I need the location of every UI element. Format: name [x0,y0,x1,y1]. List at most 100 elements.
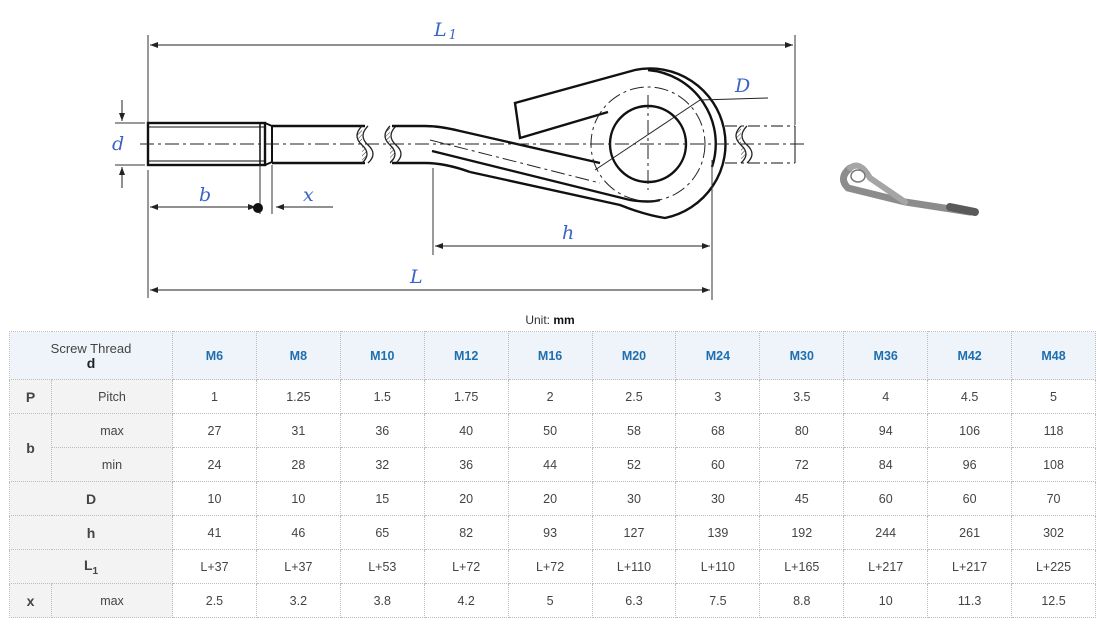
table-cell: 60 [675,447,761,482]
table-cell: 24 [172,447,257,482]
table-cell: L+165 [759,549,845,584]
svg-text:D: D [734,75,750,97]
table-cell: 2.5 [591,379,677,414]
table-cell: L+72 [507,549,593,584]
thread-size-header: M6 [172,331,257,380]
table-cell: 261 [927,515,1013,550]
table-cell: 10 [172,481,257,516]
table-cell: 32 [339,447,425,482]
table-cell: 30 [591,481,677,516]
dimension-L: L [147,170,710,298]
table-cell: 7.5 [675,583,761,618]
table-cell: 40 [423,413,509,448]
table-cell: 30 [675,481,761,516]
table-cell: L+37 [255,549,341,584]
table-cell: 12.5 [1011,583,1096,618]
table-cell: L+225 [1011,549,1096,584]
svg-text:b: b [199,184,211,206]
thread-size-header: M8 [255,331,341,380]
table-cell: 3.2 [255,583,341,618]
thread-size-header: M42 [927,331,1013,380]
table-cell: 70 [1011,481,1096,516]
thread-size-header: M30 [759,331,845,380]
table-cell: 28 [255,447,341,482]
table-cell: 3 [675,379,761,414]
thread-size-header: M24 [675,331,761,380]
table-cell: 118 [1011,413,1096,448]
dimension-b-x: b x [150,165,333,214]
table-cell: 50 [507,413,593,448]
table-cell: 3.8 [339,583,425,618]
table-cell: 139 [675,515,761,550]
row-symbol: P [9,379,52,414]
thread-size-header: M20 [591,331,677,380]
table-cell: 10 [843,583,929,618]
row-label: min [51,447,173,482]
table-cell: 36 [339,413,425,448]
table-cell: 1 [172,379,257,414]
row-symbol: b [9,413,52,482]
center-lines [140,86,805,202]
table-cell: 192 [759,515,845,550]
table-cell: 31 [255,413,341,448]
table-cell: 94 [843,413,929,448]
table-cell: 2.5 [172,583,257,618]
table-cell: 65 [339,515,425,550]
dimension-D: D [594,75,769,171]
unit-note: Unit: mm [0,313,1100,327]
row-symbol: D [9,481,173,516]
row-label: max [51,583,173,618]
svg-text:d: d [112,133,124,155]
svg-text:L: L [409,266,423,288]
row-symbol: L1 [9,549,173,584]
row-label: Pitch [51,379,173,414]
table-cell: 8.8 [759,583,845,618]
table-cell: L+217 [927,549,1013,584]
table-cell: 27 [172,413,257,448]
table-cell: 93 [507,515,593,550]
table-cell: 68 [675,413,761,448]
dimension-d: d [112,100,145,188]
table-cell: 11.3 [927,583,1013,618]
table-cell: 36 [423,447,509,482]
table-cell: 60 [927,481,1013,516]
table-cell: 72 [759,447,845,482]
table-cell: L+217 [843,549,929,584]
svg-text:L1: L1 [433,19,457,43]
table-cell: 20 [423,481,509,516]
table-cell: L+110 [591,549,677,584]
table-cell: 60 [843,481,929,516]
svg-text:x: x [303,184,314,206]
dimension-h: h [432,160,713,300]
table-cell: L+72 [423,549,509,584]
row-symbol: h [9,515,173,550]
table-cell: 6.3 [591,583,677,618]
eye-bolt-photo [840,162,979,216]
thread-section [146,121,365,167]
table-cell: 82 [423,515,509,550]
row-symbol: x [9,583,52,618]
table-cell: 20 [507,481,593,516]
table-cell: 41 [172,515,257,550]
unit-prefix: Unit: [525,313,550,327]
header-corner: Screw Thread d [9,331,173,380]
table-cell: 84 [843,447,929,482]
table-cell: 1.75 [423,379,509,414]
svg-text:h: h [562,222,574,244]
table-cell: 10 [255,481,341,516]
table-cell: 44 [507,447,593,482]
table-cell: 3.5 [759,379,845,414]
table-cell: 45 [759,481,845,516]
header-corner-symbol: d [86,354,96,371]
table-cell: 302 [1011,515,1096,550]
thread-size-header: M12 [423,331,509,380]
